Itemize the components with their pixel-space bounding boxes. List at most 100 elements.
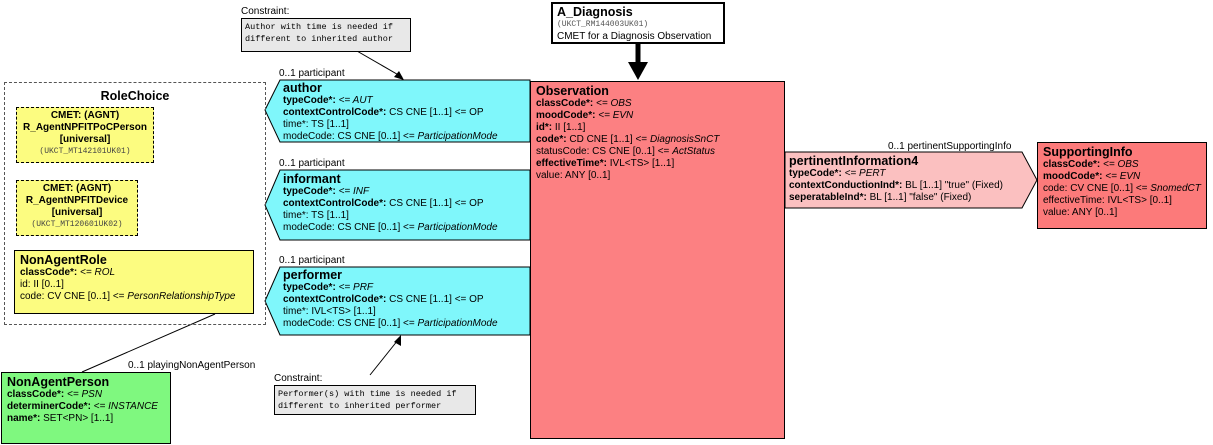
performer-constraint-arrowhead [394,335,401,346]
effective-time-value: IVL<TS> [1..1] [606,158,675,169]
mood-code-label: moodCode*: [1043,171,1103,182]
type-code-value: <= PRF [335,282,374,293]
code-value: CD CNE [1..1] <= [566,134,650,145]
performer-constraint-line [369,339,399,376]
class-code-label: classCode*: [20,267,78,278]
non-agent-role: NonAgentRole classCode*: <= ROL id: II [… [14,250,254,314]
effective-time-attribute: effectiveTime: IVL<TS> [0..1] [1043,195,1172,206]
cmet-person: CMET: (AGNT) R_AgentNPFITPoCPerson [univ… [16,107,154,163]
entry-point-arrowhead [628,62,648,80]
pertinent-information-title: pertinentInformation4 [789,154,919,168]
code-label: code*: [536,134,567,145]
author-constraint-arrowhead [394,71,404,80]
mode-code-vocab: ParticipationMode [417,222,498,233]
cmet-person-id: (UKCT_MT142101UK01) [39,147,131,156]
seperatable-ind-label: seperatableInd*: [789,192,867,203]
mood-code-value: <= EVN [595,110,634,121]
mode-code-attribute: modeCode: CS CNE [0..1] <= [283,318,418,329]
performer-participant-label: 0..1 participant [279,255,345,266]
id-value: II [1..1] [552,122,586,133]
cmet-device-id: (UKCT_MT120601UK02) [31,220,123,229]
role-choice-title: RoleChoice [100,89,170,103]
pertinent-supporting-info-label: 0..1 pertinentSupportingInfo [888,141,1012,152]
author-participation: author typeCode*: <= AUT contextControlC… [283,81,528,143]
cmet-person-line1: CMET: (AGNT) [50,110,120,121]
author-constraint-note: Constraint: Author with time is needed i… [241,6,421,52]
class-code-value: <= ROL [77,267,116,278]
performer-constraint-note: Constraint: Performer(s) with time is ne… [274,373,484,415]
author-constraint-line-1: Author with time is needed if [245,22,393,32]
non-agent-person: NonAgentPerson classCode*: <= PSN determ… [1,372,171,444]
type-code-label: typeCode*: [789,168,842,179]
mode-code-attribute: modeCode: CS CNE [0..1] <= [283,131,418,142]
context-control-code-label: contextControlCode*: [283,107,387,118]
determiner-code-value: <= INSTANCE [90,401,158,412]
code-attribute: code: CV CNE [0..1] <= [1043,183,1151,194]
type-code-value: <= AUT [335,95,373,106]
author-title: author [283,81,322,95]
observation-class: Observation classCode*: <= OBS moodCode*… [530,81,785,439]
entry-point-title: A_Diagnosis [557,5,633,19]
informant-participation: informant typeCode*: <= INF contextContr… [283,172,528,234]
value-attribute: value: ANY [0..1] [536,170,611,181]
supporting-info-title: SupportingInfo [1043,145,1133,159]
class-code-label: classCode*: [7,389,65,400]
name-value: SET<PN> [1..1] [40,413,114,424]
type-code-label: typeCode*: [283,282,336,293]
status-code-attribute: statusCode: CS CNE [0..1] <= [536,146,673,157]
type-code-value: <= INF [335,186,370,197]
informant-title: informant [283,172,341,186]
pertinent-information-shape [784,151,1038,209]
time-attribute: time*: IVL<TS> [1..1] [283,306,376,317]
informant-participant-label: 0..1 participant [279,158,345,169]
context-control-code-label: contextControlCode*: [283,294,387,305]
playing-non-agent-person-label: 0..1 playingNonAgentPerson [128,360,256,371]
observation-title: Observation [536,84,609,98]
performer-constraint-line-2: different to inherited performer [278,401,442,411]
mode-code-attribute: modeCode: CS CNE [0..1] <= [283,222,418,233]
supporting-info-class: SupportingInfo classCode*: <= OBS moodCo… [1037,142,1207,229]
mood-code-label: moodCode*: [536,110,596,121]
author-constraint-line-2: different to inherited author [245,34,393,44]
performer-constraint-line-1: Performer(s) with time is needed if [278,389,457,399]
pertinent-information: pertinentInformation4 typeCode*: <= PERT… [789,154,1024,204]
entry-point-description: CMET for a Diagnosis Observation [557,31,712,42]
code-vocab: DiagnosisSnCT [649,134,720,145]
performer-participation: performer typeCode*: <= PRF contextContr… [283,268,528,330]
class-code-label: classCode*: [1043,159,1101,170]
time-attribute: time*: TS [1..1] [283,119,349,130]
class-code-label: classCode*: [536,98,594,109]
type-code-value: <= PERT [841,168,886,179]
non-agent-role-title: NonAgentRole [20,253,107,267]
class-code-value: <= PSN [64,389,103,400]
author-constraint-header: Constraint: [241,6,290,17]
cmet-person-line2: R_AgentNPFITPoCPerson [23,122,147,133]
mood-code-value: <= EVN [1102,171,1141,182]
code-vocab: SnomedCT [1150,183,1201,194]
type-code-label: typeCode*: [283,95,336,106]
context-conduction-ind-label: contextConductionInd*: [789,180,903,191]
cmet-device-line2: R_AgentNPFITDevice [25,195,129,206]
context-conduction-ind-value: BL [1..1] "true" (Fixed) [902,180,1003,191]
cmet-device: CMET: (AGNT) R_AgentNPFITDevice [univers… [16,180,138,236]
context-control-code-value: CS CNE [1..1] <= OP [386,198,484,209]
effective-time-label: effectiveTime*: [536,158,607,169]
id-attribute: id: II [0..1] [20,279,64,290]
seperatable-ind-value: BL [1..1] "false" (Fixed) [866,192,972,203]
code-attribute: code: CV CNE [0..1] <= [20,291,128,302]
id-label: id*: [536,122,553,133]
class-code-value: <= OBS [593,98,632,109]
code-vocab: PersonRelationshipType [127,291,236,302]
context-control-code-value: CS CNE [1..1] <= OP [386,294,484,305]
performer-title: performer [283,268,343,282]
performer-constraint-box: Performer(s) with time is needed if diff… [274,385,476,415]
class-code-value: <= OBS [1100,159,1139,170]
author-constraint-line [349,46,403,78]
entry-point-box: A_Diagnosis (UKCT_RM144003UK01) CMET for… [551,2,725,44]
context-control-code-value: CS CNE [1..1] <= OP [386,107,484,118]
status-code-vocab: ActStatus [672,146,715,157]
context-control-code-label: contextControlCode*: [283,198,387,209]
cmet-person-line3: [universal] [59,134,111,145]
author-constraint-box: Author with time is needed if different … [241,18,411,52]
